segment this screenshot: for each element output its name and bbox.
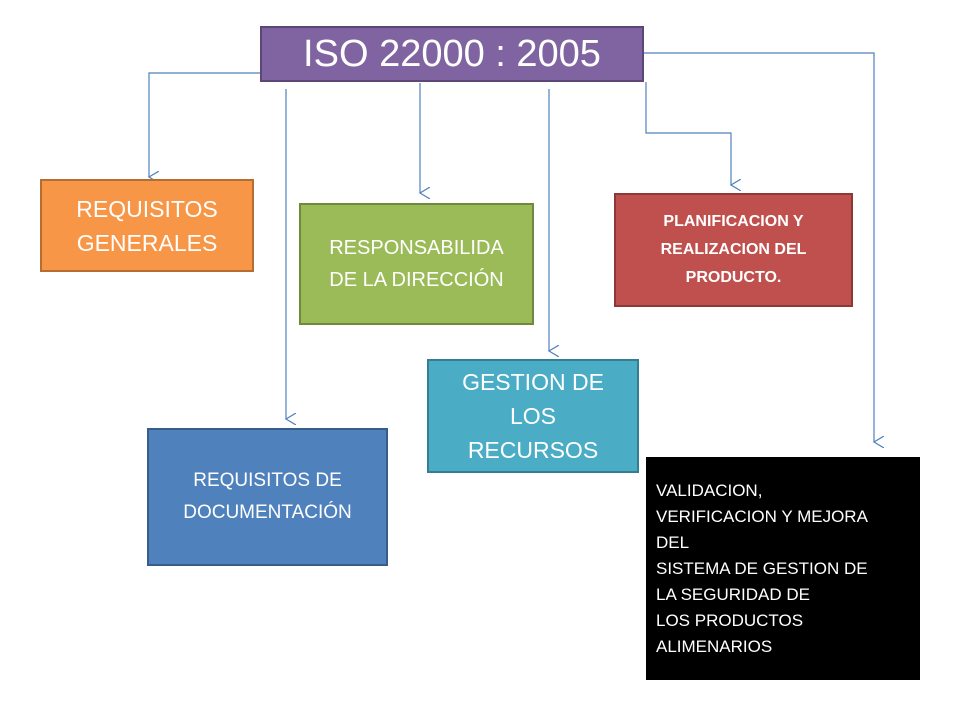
root-node-iso-22000: ISO 22000 : 2005 (260, 26, 644, 82)
connector-to-validacion (644, 52, 874, 442)
node-requisitos-generales: REQUISITOS GENERALES (40, 179, 254, 272)
node-validacion-line: SISTEMA DE GESTION DE (656, 558, 868, 578)
node-recursos-line3: RECURSOS (467, 437, 599, 463)
node-planificacion-line1: PLANIFICACION Y (663, 213, 804, 230)
node-validacion-line: LOS PRODUCTOS (656, 610, 804, 630)
node-validacion-line: VERIFICACION Y MEJORA (656, 506, 868, 526)
node-responsabilidad-line1: RESPONSABILIDA (329, 237, 504, 259)
node-planificacion-line2: REALIZACION DEL (660, 241, 807, 258)
node-recursos-line1: GESTION DE (462, 369, 604, 395)
node-requisitos-documentacion: REQUISITOS DE DOCUMENTACIÓN (147, 428, 388, 566)
node-gestion-recursos: GESTION DE LOS RECURSOS (427, 359, 639, 473)
node-planificacion-producto: PLANIFICACION Y REALIZACION DEL PRODUCTO… (614, 193, 853, 307)
node-validacion-line: ALIMENARIOS (656, 636, 773, 656)
node-requisitos-generales-line2: GENERALES (76, 229, 218, 256)
node-validacion-verificacion: VALIDACION, VERIFICACION Y MEJORA DEL SI… (646, 457, 920, 680)
node-responsabilidad-line2: DE LA DIRECCIÓN (329, 269, 504, 291)
node-documentacion-line2: DOCUMENTACIÓN (183, 502, 352, 523)
node-recursos-line2: LOS (509, 403, 556, 429)
node-validacion-line: VALIDACION, (656, 480, 763, 500)
connector-to-requisitos-generales (149, 72, 260, 177)
node-documentacion-line1: REQUISITOS DE (193, 470, 342, 491)
node-validacion-line: LA SEGURIDAD DE (656, 584, 810, 604)
connector-to-planificacion (645, 82, 731, 185)
node-validacion-line: DEL (656, 532, 690, 552)
node-responsabilidad-direccion: RESPONSABILIDA DE LA DIRECCIÓN (299, 203, 534, 325)
node-planificacion-line3: PRODUCTO. (685, 269, 782, 286)
root-node-label: ISO 22000 : 2005 (303, 32, 601, 75)
node-requisitos-generales-line1: REQUISITOS (76, 195, 218, 222)
